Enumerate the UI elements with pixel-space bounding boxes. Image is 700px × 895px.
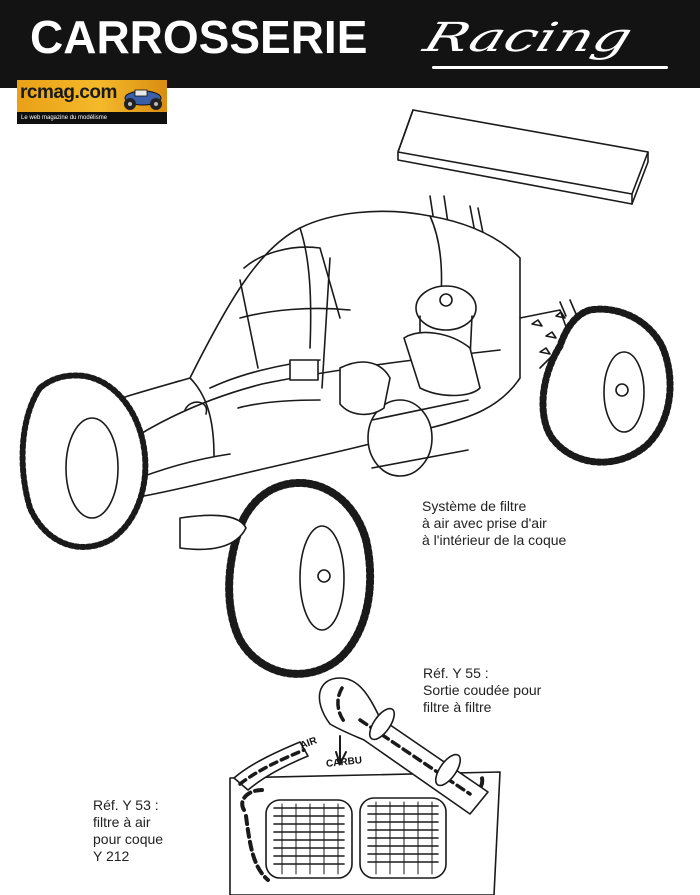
caption-ref-y55: Réf. Y 55 : Sortie coudée pour filtre à … [423,665,541,716]
caption-line: Réf. Y 53 : [93,797,159,813]
logo-tagline: Le web magazine du modélisme [17,112,167,124]
front-left-wheel [19,372,149,550]
caption-line: pour coque [93,831,164,847]
rear-right-wheel [539,305,674,466]
caption-line: Système de filtre [422,498,527,514]
caption-air-filter-system: Système de filtre à air avec prise d'air… [422,498,566,549]
logo-text: rcmag.com [20,82,117,103]
front-right-wheel [179,479,375,678]
buggy-body [35,210,577,501]
caption-line: à l'intérieur de la coque [422,532,567,548]
caption-line: Réf. Y 55 : [423,665,489,681]
racing-underline [432,66,668,69]
header-banner: CARROSSERIE Racing [0,0,700,88]
caption-line: à air avec prise d'air [422,515,547,531]
air-filter-right [359,797,447,879]
caption-ref-y53: Réf. Y 53 : filtre à air pour coque Y 21… [93,797,163,865]
caption-line: Y 212 [93,848,130,864]
caption-line: Sortie coudée pour [423,682,542,698]
air-filter-diagram [229,677,501,895]
rcmag-logo: rcmag.com Le web magazine du modélisme [17,80,167,124]
air-filter-left [265,799,353,879]
buggy-illustration [19,109,674,895]
caption-line: filtre à air [93,814,151,830]
racing-script-title: Racing [418,15,639,61]
buggy-logo-icon [124,89,162,110]
page-title: CARROSSERIE [30,11,368,63]
caption-line: filtre à filtre [423,699,492,715]
